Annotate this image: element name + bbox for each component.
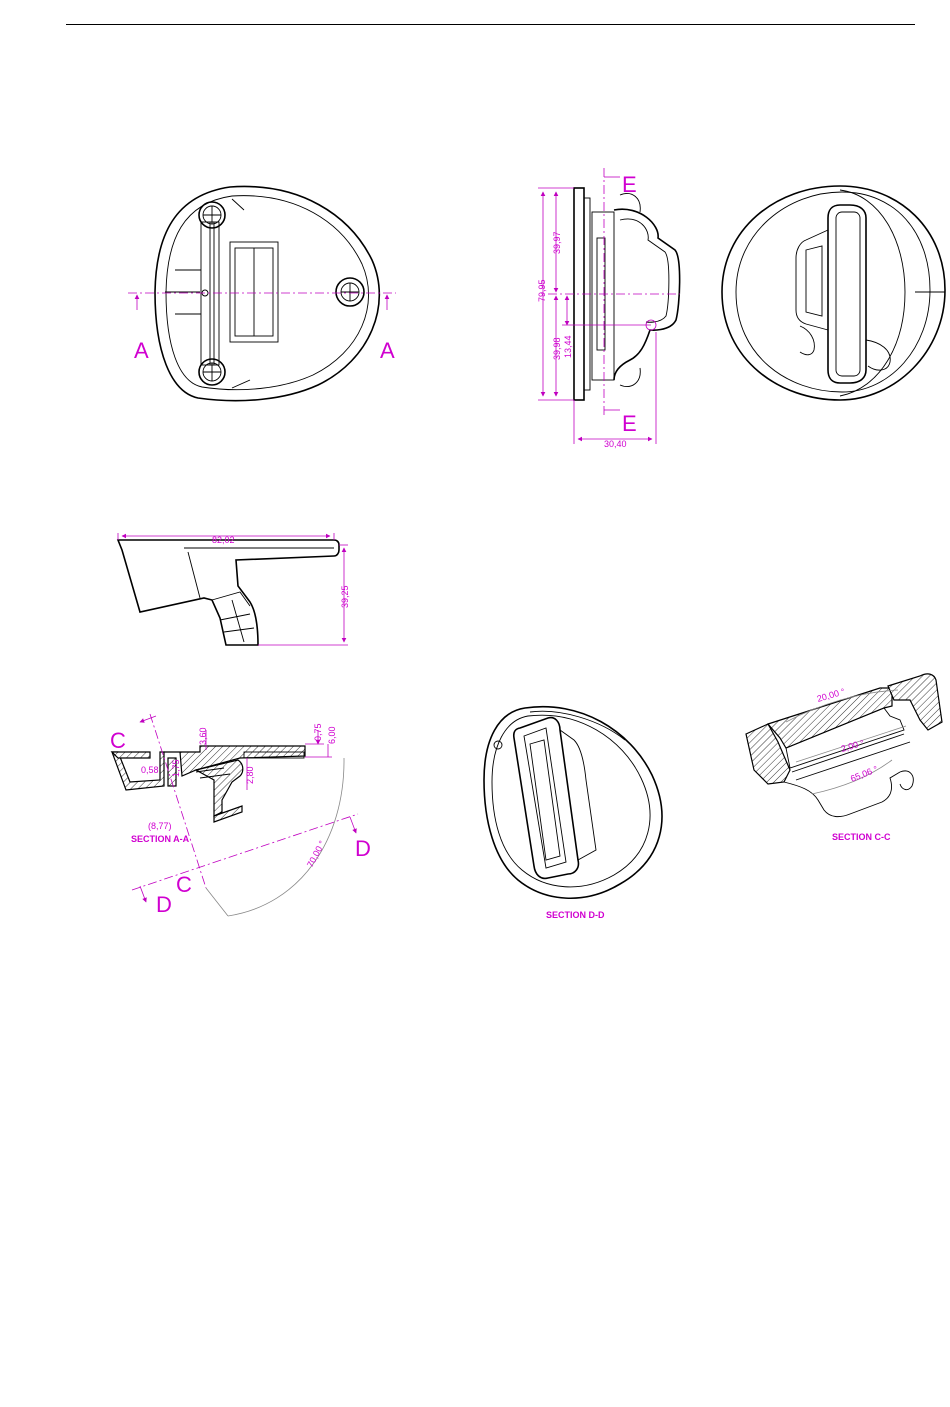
dim-8-77: (8,77) [148, 821, 172, 831]
dim-hook-height: 13,44 [563, 335, 573, 358]
top-view: A A [128, 186, 396, 400]
dim-1-75: 1,75 [171, 759, 181, 777]
section-a-label-left: A [134, 338, 149, 363]
section-e-label-top: E [622, 172, 637, 197]
section-d-caption: SECTION D-D [546, 910, 605, 920]
dim-angle-65: 65,06 ° [849, 764, 880, 784]
dim-angle-70: 70,00 ° [305, 839, 327, 869]
section-c-caption: SECTION C-C [832, 832, 891, 842]
dim-0-58: 0,58 [141, 765, 159, 775]
section-c-view: 20,00 ° 2,00 ° 65,06 ° SECTION C-C [746, 674, 942, 842]
section-c-label-bottom: C [176, 872, 192, 897]
dim-0-75: 0,75 [313, 723, 323, 741]
section-c-label-top: C [110, 728, 126, 753]
dim-lower-height: 39,98 [552, 337, 562, 360]
dim-total-height: 79,95 [537, 279, 547, 302]
dim-6-00: 6,00 [327, 726, 337, 744]
section-a-caption: SECTION A-A [131, 834, 190, 844]
dim-2-80: 2,80 [245, 766, 255, 784]
section-d-label-left: D [156, 892, 172, 917]
section-a-view: 3,60 0,75 6,00 2,80 0,58 1,75 (8,77) SEC… [110, 714, 371, 917]
front-view: 82,02 39,25 [118, 533, 350, 645]
dim-upper-height: 39,97 [552, 231, 562, 254]
dim-front-height: 39,25 [340, 585, 350, 608]
dim-side-width: 30,40 [604, 439, 627, 449]
dim-3-60: 3,60 [198, 727, 208, 745]
section-e-label-bottom: E [622, 411, 637, 436]
section-d-view: SECTION D-D [484, 707, 662, 920]
dim-front-width: 82,02 [212, 535, 235, 545]
isometric-view [722, 186, 945, 400]
section-a-label-right: A [380, 338, 395, 363]
section-d-label-right: D [355, 836, 371, 861]
side-view: E E 79,95 39,97 39,98 13,44 30,40 [537, 168, 680, 449]
